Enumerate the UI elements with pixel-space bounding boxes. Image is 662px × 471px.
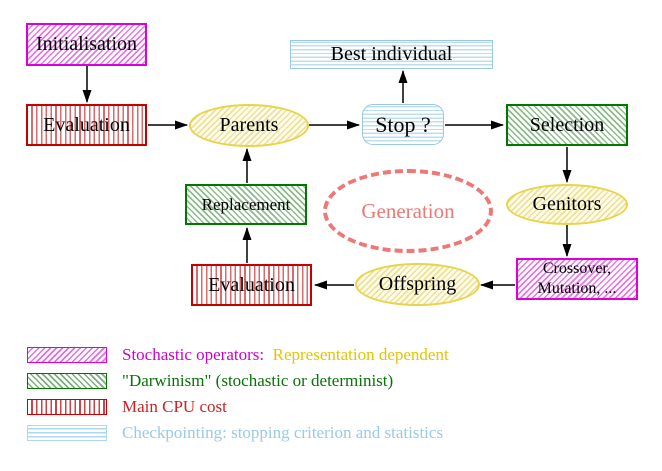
legend-label-stochastic: Stochastic operators: Representation dep… [122,345,449,364]
generation-cycle-ellipse: Generation [323,169,493,253]
legend-swatch-darwinism [27,373,107,389]
legend-label-darwinism: "Darwinism" (stochastic or determinist) [122,371,394,390]
node-replacement: Replacement [185,184,307,225]
legend-label-cpu-cost: Main CPU cost [122,397,227,416]
node-crossover-mutation: Crossover, Mutation, ... [516,258,638,300]
legend-row-cpu-cost: Main CPU cost [27,397,227,416]
legend-swatch-cpu-cost [27,399,107,415]
node-stop: Stop ? [362,104,444,145]
node-parents: Parents [189,104,309,147]
legend-row-stochastic: Stochastic operators: Representation dep… [27,345,449,364]
node-genitors: Genitors [506,184,628,225]
node-initialisation: Initialisation [26,23,147,66]
node-best-individual: Best individual [290,40,493,69]
node-offspring: Offspring [355,263,480,306]
node-evaluation-bottom: Evaluation [191,264,312,306]
legend-swatch-checkpointing [27,425,107,441]
node-evaluation-top: Evaluation [26,104,147,146]
crossover-mutation-label: Crossover, Mutation, ... [537,260,617,297]
legend-row-darwinism: "Darwinism" (stochastic or determinist) [27,371,394,390]
node-selection: Selection [506,104,628,146]
legend-row-checkpointing: Checkpointing: stopping criterion and st… [27,423,444,442]
legend-label-checkpointing: Checkpointing: stopping criterion and st… [122,423,444,442]
legend-swatch-stochastic [27,347,107,363]
